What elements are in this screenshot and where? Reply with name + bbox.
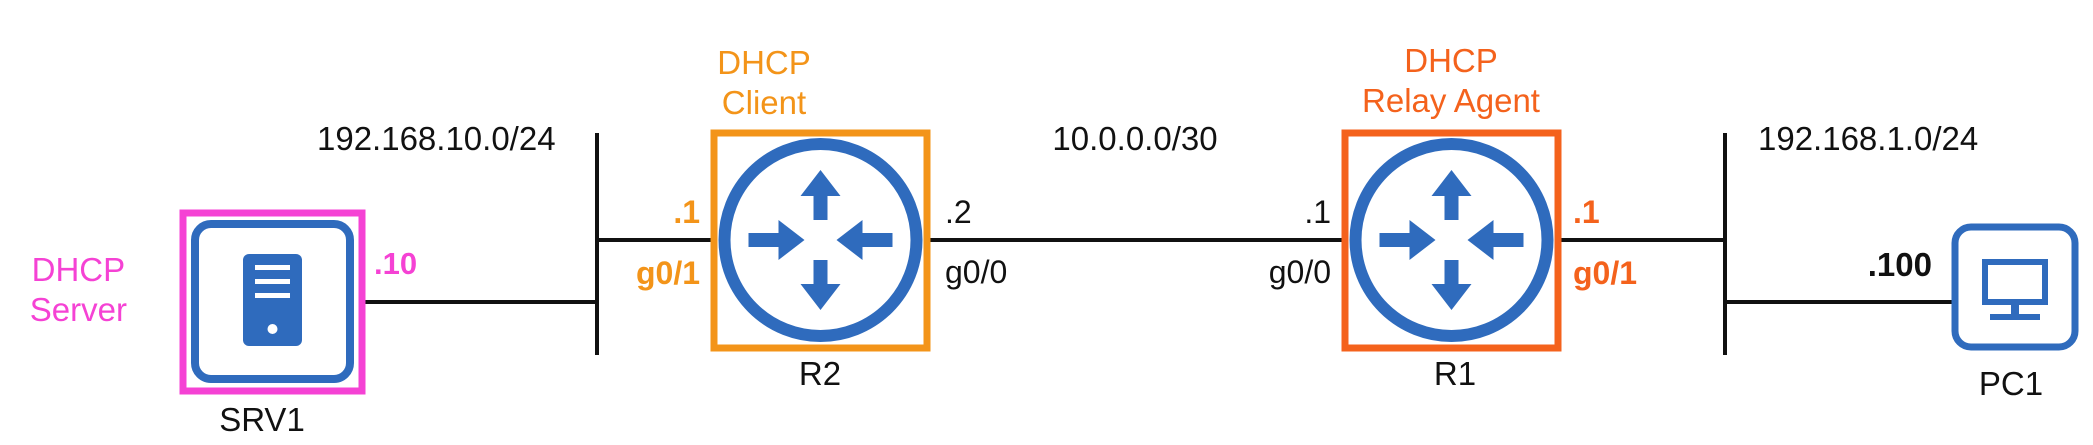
r1-left-octet: .1 xyxy=(1304,194,1331,230)
srv1-host-octet: .10 xyxy=(374,246,418,281)
r1-device[interactable] xyxy=(1341,129,1562,352)
srv1-role-frame xyxy=(179,209,366,395)
r2-left-iface: g0/1 xyxy=(635,255,700,291)
r2-role-line-1: DHCP xyxy=(717,44,811,81)
r1-role-line-2: Relay Agent xyxy=(1362,82,1540,119)
r2-role-frame xyxy=(710,129,931,352)
srv1-name: SRV1 xyxy=(219,401,305,438)
r1-role-line-1: DHCP xyxy=(1404,42,1498,79)
network-left-label: 192.168.10.0/24 xyxy=(317,120,556,157)
network-middle-label: 10.0.0.0/30 xyxy=(1052,120,1218,157)
r2-role-label: DHCP Client xyxy=(717,43,811,123)
srv1-device[interactable] xyxy=(179,209,366,395)
r1-right-octet: .1 xyxy=(1573,194,1600,230)
srv1-role-label: DHCP Server xyxy=(30,250,127,330)
router-icon xyxy=(718,138,923,342)
r1-role-label: DHCP Relay Agent xyxy=(1362,41,1540,121)
r2-right-octet: .2 xyxy=(945,194,972,230)
r2-device[interactable] xyxy=(710,129,931,352)
pc-icon xyxy=(1982,259,2048,320)
pc1-host-octet: .100 xyxy=(1867,246,1932,283)
r1-name: R1 xyxy=(1433,355,1477,392)
r2-left-octet: .1 xyxy=(673,194,700,230)
router-icon xyxy=(1349,138,1554,342)
r1-role-frame xyxy=(1341,129,1562,352)
server-icon xyxy=(243,254,302,346)
r2-right-iface: g0/0 xyxy=(945,254,1008,290)
srv1-role-line-2: Server xyxy=(29,291,127,328)
r2-name: R2 xyxy=(798,355,842,392)
r1-left-iface: g0/0 xyxy=(1268,254,1331,290)
network-right-label: 192.168.1.0/24 xyxy=(1758,120,1979,157)
r2-role-line-2: Client xyxy=(721,84,807,121)
pc1-name: PC1 xyxy=(1978,365,2044,402)
r1-right-iface: g0/1 xyxy=(1573,255,1638,291)
pc1-icon-frame xyxy=(1951,223,2079,351)
pc1-device[interactable] xyxy=(1951,223,2079,351)
srv1-role-line-1: DHCP xyxy=(31,251,126,288)
